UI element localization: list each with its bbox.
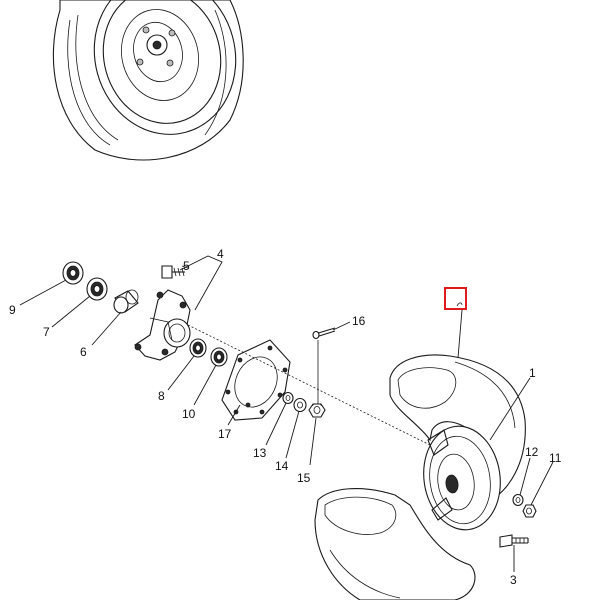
callout-15: 15: [297, 471, 311, 485]
leader-lines: [19, 255, 554, 572]
callout-12: 12: [525, 445, 539, 459]
selection-marker[interactable]: [444, 287, 467, 310]
oil-seal-10: [210, 347, 228, 367]
washer-12: [512, 493, 524, 507]
callout-5: 5: [183, 259, 190, 273]
callout-10: 10: [182, 407, 196, 421]
axle-centerline: [187, 324, 431, 446]
oil-seal-7: [86, 277, 108, 301]
wheel-rim-1: [423, 425, 501, 531]
callout-17: 17: [218, 427, 232, 441]
callout-6: 6: [80, 345, 87, 359]
selection-marker-tick: [456, 302, 463, 307]
washer-14: [293, 397, 307, 413]
callout-16: 16: [352, 314, 366, 328]
callout-11: 11: [549, 451, 562, 465]
castle-nut-15: [308, 403, 326, 418]
cotter-pin-16: [312, 327, 336, 340]
nut-11: [522, 504, 537, 518]
bolt-5: [161, 265, 185, 279]
upper-wheel-assembly: [52, 0, 244, 161]
hub-4: [134, 289, 191, 361]
callout-14: 14: [275, 459, 289, 473]
callout-8: 8: [158, 389, 165, 403]
callout-4: 4: [217, 247, 224, 261]
callout-9: 9: [9, 303, 16, 317]
spacer-6: [113, 289, 139, 314]
callout-1: 1: [529, 366, 536, 380]
tire-lower-half: [314, 488, 476, 600]
callout-7: 7: [43, 325, 50, 339]
brake-disc-plate-17: [221, 339, 291, 421]
callout-3: 3: [510, 573, 517, 587]
valve-stem-3: [499, 534, 529, 548]
bearing-8: [189, 338, 207, 358]
callout-13: 13: [253, 446, 267, 460]
bearing-9: [62, 261, 84, 285]
callout-labels: 9 7 6 4 5 8 10 17 13 14 15 16 1 12 11 3: [9, 247, 562, 587]
washer-13: [282, 391, 294, 405]
